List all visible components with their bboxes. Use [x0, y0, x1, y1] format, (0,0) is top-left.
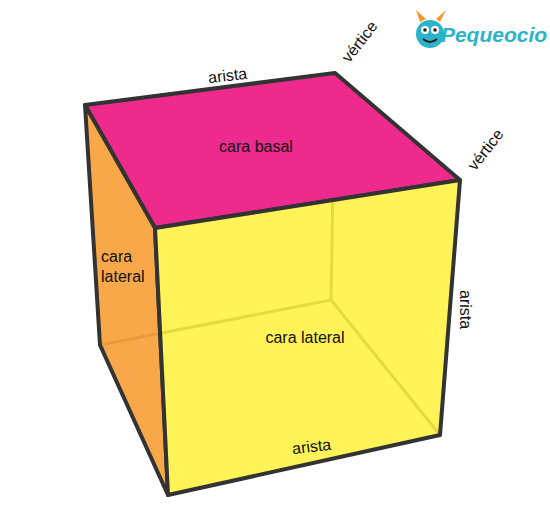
vertex-label: vértice: [464, 126, 508, 175]
face-label: cara basal: [186, 137, 326, 157]
monster-eye: [421, 26, 429, 34]
face-polygon: [85, 105, 168, 495]
face-label: cara lateral: [101, 247, 155, 287]
face-shape: [85, 105, 168, 495]
left-face: cara lateral: [85, 105, 168, 495]
logo-text: Pequeocio: [441, 22, 547, 47]
face-label: cara lateral: [230, 328, 380, 348]
monster-pupil: [433, 28, 437, 32]
monster-eye: [431, 26, 439, 34]
monster-mouth: [423, 39, 437, 42]
monster-pupil: [423, 28, 427, 32]
vertex-label: vértice: [338, 18, 382, 67]
edge-label: arista: [456, 290, 475, 329]
monster-body: [416, 20, 444, 48]
face-polygon: [155, 180, 460, 495]
